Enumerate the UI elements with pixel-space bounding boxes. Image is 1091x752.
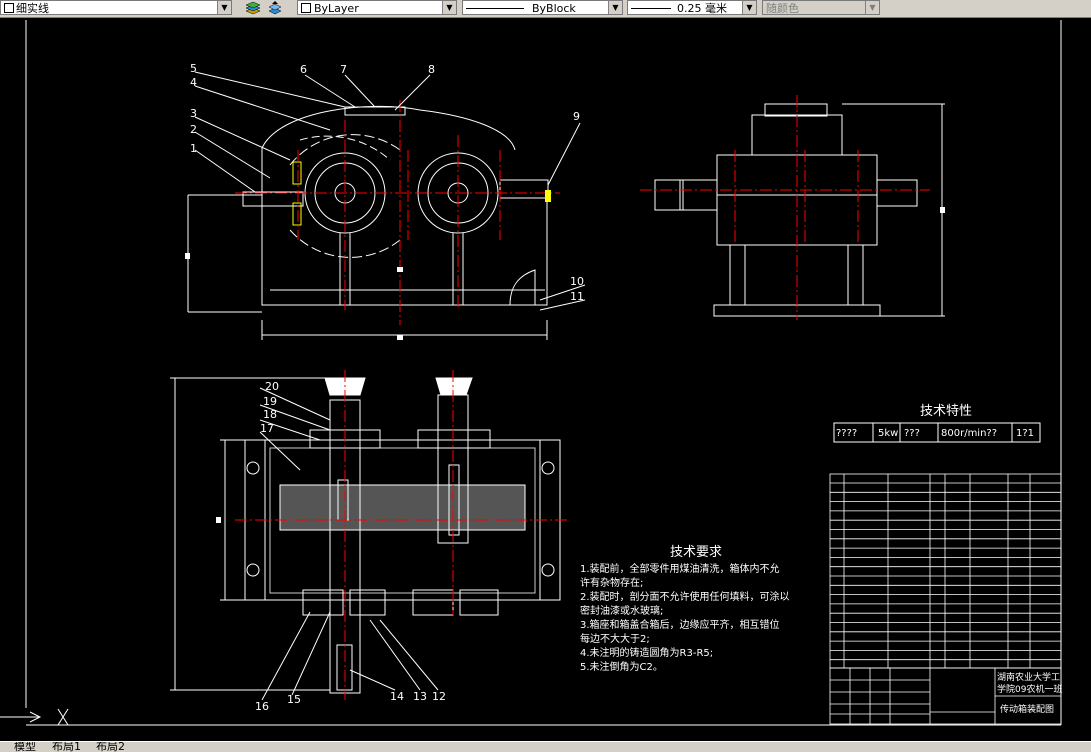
technical-requirements: 技术要求 1.装配前，全部零件用煤油清洗，箱体内不允 许有杂物存在; 2.装配时…: [580, 545, 790, 673]
color-select[interactable]: ByLayer ▼: [297, 0, 457, 15]
balloon: 8: [428, 63, 435, 76]
tech-req-line: 1.装配前，全部零件用煤油清洗，箱体内不允: [580, 562, 780, 575]
tech-req-line: 许有杂物存在;: [580, 576, 643, 589]
front-view: [187, 105, 549, 340]
chevron-down-icon[interactable]: ▼: [442, 1, 456, 14]
plot-style-select[interactable]: 随颜色 ▼: [762, 0, 880, 15]
balloon: 1: [190, 142, 197, 155]
class-name: 学院09农机一班: [997, 683, 1062, 695]
tech-req-line: 4.未注明的铸造圆角为R3-R5;: [580, 646, 713, 659]
drawing-name: 传动箱装配图: [1000, 703, 1054, 715]
title-block: [829, 667, 1062, 725]
balloon: 10: [570, 275, 584, 288]
tab-layout2[interactable]: 布局2: [96, 742, 125, 752]
chevron-down-icon[interactable]: ▼: [742, 1, 756, 14]
tech-char-title: 技术特性: [920, 404, 972, 419]
balloon: 6: [300, 63, 307, 76]
balloon: 5: [190, 62, 197, 75]
balloon: 9: [573, 110, 580, 123]
balloon: 20: [265, 380, 279, 393]
tech-req-line: 3.箱座和箱盖合箱后，边缘应平齐，相互错位: [580, 618, 780, 631]
line-sample-icon: [466, 8, 524, 9]
linetype-name-select[interactable]: 细实线 ▼: [0, 0, 232, 15]
layout-tabs: 模型 布局1 布局2: [0, 741, 1091, 752]
top-view: [170, 377, 561, 694]
layer-previous-icon[interactable]: [267, 1, 283, 15]
tech-req-title: 技术要求: [670, 545, 722, 560]
tech-char-cell: 800r/min??: [941, 428, 997, 439]
balloon: 4: [190, 76, 197, 89]
tech-char-cell: ????: [836, 428, 857, 439]
chevron-down-icon[interactable]: ▼: [608, 1, 622, 14]
balloon: 2: [190, 123, 197, 136]
tab-layout1[interactable]: 布局1: [52, 742, 81, 752]
balloon: 18: [263, 408, 277, 421]
balloon: 13: [413, 690, 427, 703]
lineweight-value: 0.25 毫米: [677, 2, 727, 15]
balloons-front: 1 2 3 4 5 6 7 8 9 10 11: [190, 62, 584, 303]
plot-style-value: 随颜色: [766, 2, 799, 15]
tech-char-cell: 1?1: [1016, 428, 1034, 439]
tech-req-line: 密封油漆或水玻璃;: [580, 604, 663, 617]
school-name: 湖南农业大学工: [997, 671, 1060, 683]
parts-list: [829, 473, 1062, 669]
tech-char-cell: 5kw: [878, 428, 898, 439]
linetype-select[interactable]: ByBlock ▼: [462, 0, 623, 15]
lineweight-select[interactable]: 0.25 毫米 ▼: [627, 0, 757, 15]
balloons-top: 20 19 18 17 16 15 14 13 12: [255, 380, 446, 713]
tech-req-line: 5.未注倒角为C2。: [580, 660, 663, 673]
balloon: 19: [263, 395, 277, 408]
linetype-value: ByBlock: [532, 2, 576, 15]
balloon: 15: [287, 693, 301, 706]
color-swatch-icon: [301, 3, 311, 13]
tab-model[interactable]: 模型: [14, 742, 36, 752]
color-swatch-icon: [4, 3, 14, 13]
balloon: 12: [432, 690, 446, 703]
tech-char-cell: ???: [904, 428, 920, 439]
properties-toolbar: 细实线 ▼ ByLayer ▼ ByBlock ▼ 0.25 毫米 ▼ 随颜色 …: [0, 0, 1091, 18]
ucs-icon: [0, 708, 69, 726]
balloon: 3: [190, 107, 197, 120]
balloon: 17: [260, 422, 274, 435]
chevron-down-icon[interactable]: ▼: [865, 1, 879, 14]
balloon: 11: [570, 290, 584, 303]
balloon: 14: [390, 690, 404, 703]
linetype-name-value: 细实线: [16, 2, 49, 15]
tech-req-line: 2.装配时，剖分面不允许使用任何填料，可涂以: [580, 590, 790, 603]
drawing-canvas[interactable]: 1 2 3 4 5 6 7 8 9 10 11 20 19 18 17 16 1…: [0, 17, 1091, 741]
line-sample-icon: [631, 8, 671, 9]
title-block-text: 湖南农业大学工 学院09农机一班 传动箱装配图: [997, 671, 1062, 715]
chevron-down-icon[interactable]: ▼: [217, 1, 231, 14]
layer-manager-icon[interactable]: [245, 1, 261, 15]
tech-req-line: 每边不大大于2;: [580, 632, 650, 645]
balloon: 7: [340, 63, 347, 76]
centerlines-front: [235, 100, 560, 325]
leader-lines: [194, 71, 586, 701]
color-value: ByLayer: [314, 2, 359, 15]
balloon: 16: [255, 700, 269, 713]
tech-characteristics-table: 技术特性 ???? 5kw ??? 800r/min?? 1?1: [833, 404, 1041, 443]
side-view: [654, 103, 945, 317]
